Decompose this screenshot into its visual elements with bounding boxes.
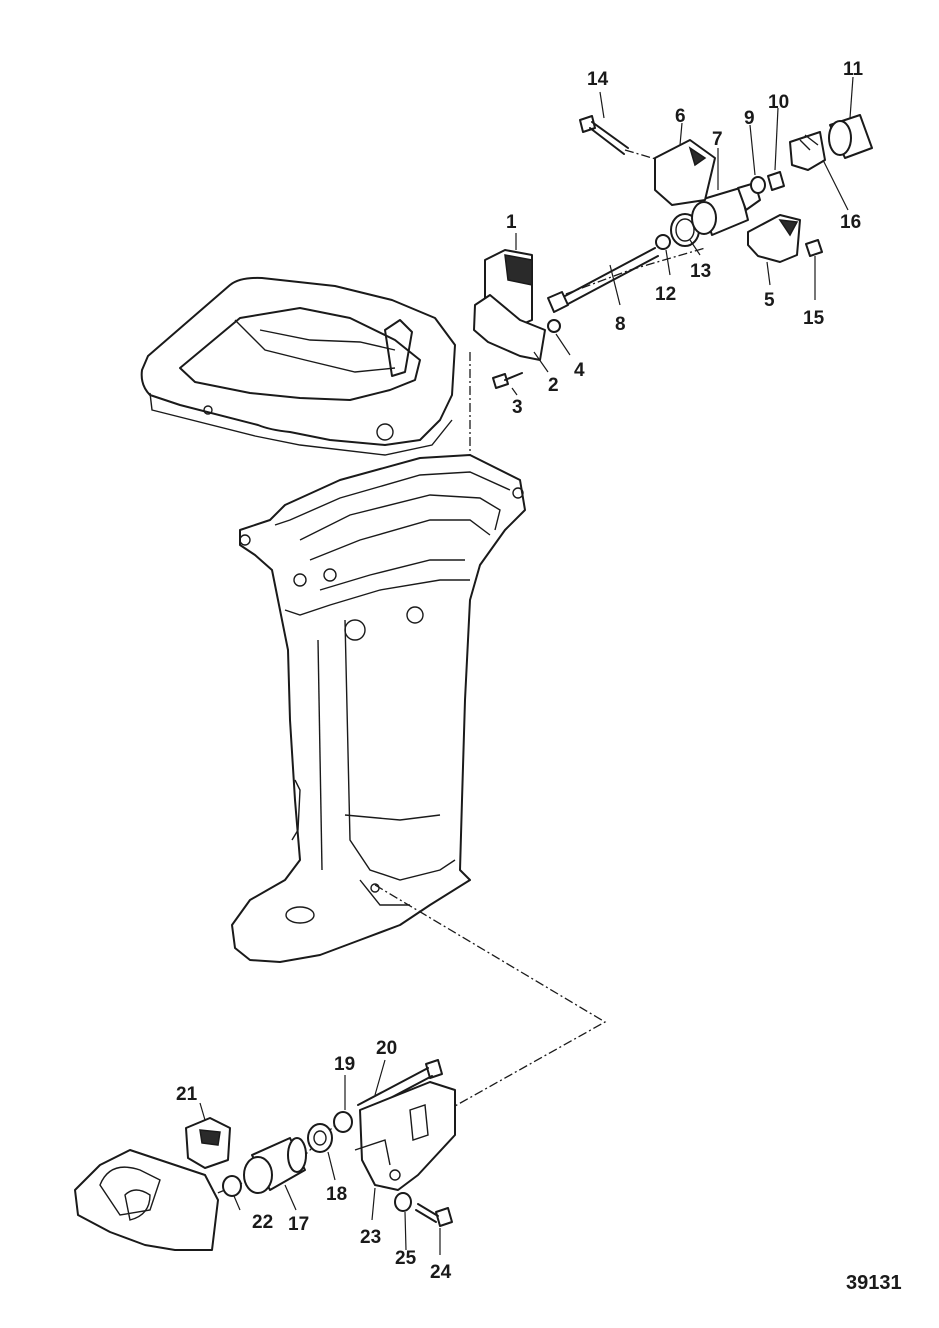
- callout-9: 9: [744, 108, 755, 129]
- part-9-washer: [750, 176, 766, 194]
- part-15-nut: [805, 239, 823, 257]
- callout-10: 10: [768, 92, 789, 113]
- part-6-mount-cover: [654, 139, 716, 206]
- callout-8: 8: [615, 314, 626, 335]
- callout-leaders: [199, 76, 854, 1255]
- callout-16: 16: [840, 212, 861, 233]
- part-23-bracket: [359, 1081, 456, 1191]
- lower-mount-parts: [74, 1059, 456, 1251]
- part-22-washer: [222, 1175, 242, 1197]
- part-24-screw: [435, 1207, 453, 1227]
- callout-6: 6: [675, 106, 686, 127]
- center-lines: [199, 149, 706, 1201]
- callout-22: 22: [252, 1212, 273, 1233]
- part-3-screw: [492, 373, 509, 389]
- callout-1: 1: [506, 212, 517, 233]
- part-10-nut: [767, 171, 785, 191]
- callout-25: 25: [395, 1248, 417, 1269]
- callout-13: 13: [690, 261, 711, 282]
- callout-20: 20: [376, 1038, 397, 1059]
- callout-4: 4: [574, 360, 585, 381]
- upper-mount-parts: [473, 114, 873, 389]
- callout-3: 3: [512, 397, 523, 418]
- callout-18: 18: [326, 1184, 347, 1205]
- part-18-washer: [307, 1123, 333, 1153]
- callout-11: 11: [843, 59, 864, 80]
- callout-2: 2: [548, 375, 559, 396]
- part-16-clamp: [789, 131, 826, 171]
- callout-12: 12: [655, 284, 676, 305]
- callout-19: 19: [334, 1054, 355, 1075]
- part-20-bolt: [425, 1059, 443, 1079]
- part-19-washer: [333, 1111, 353, 1133]
- callout-17: 17: [288, 1214, 309, 1235]
- driveshaft-housing: [231, 454, 526, 963]
- part-12-washer: [655, 234, 671, 250]
- callout-15: 15: [803, 308, 825, 329]
- part-4-nut: [547, 319, 561, 333]
- part-25-washer: [394, 1192, 412, 1212]
- figure-number: 39131: [846, 1272, 902, 1294]
- callout-23: 23: [360, 1227, 381, 1248]
- callout-labels: 1 2 3 4 5 6 7 8 9 10 11 12 13 14 15 16 1…: [176, 59, 864, 1283]
- callout-7: 7: [712, 129, 723, 150]
- callout-24: 24: [430, 1262, 452, 1283]
- adapter-plate: [140, 276, 456, 456]
- lower-adapter: [74, 1149, 219, 1251]
- callout-5: 5: [764, 290, 775, 311]
- callout-14: 14: [587, 69, 609, 90]
- callout-21: 21: [176, 1084, 198, 1105]
